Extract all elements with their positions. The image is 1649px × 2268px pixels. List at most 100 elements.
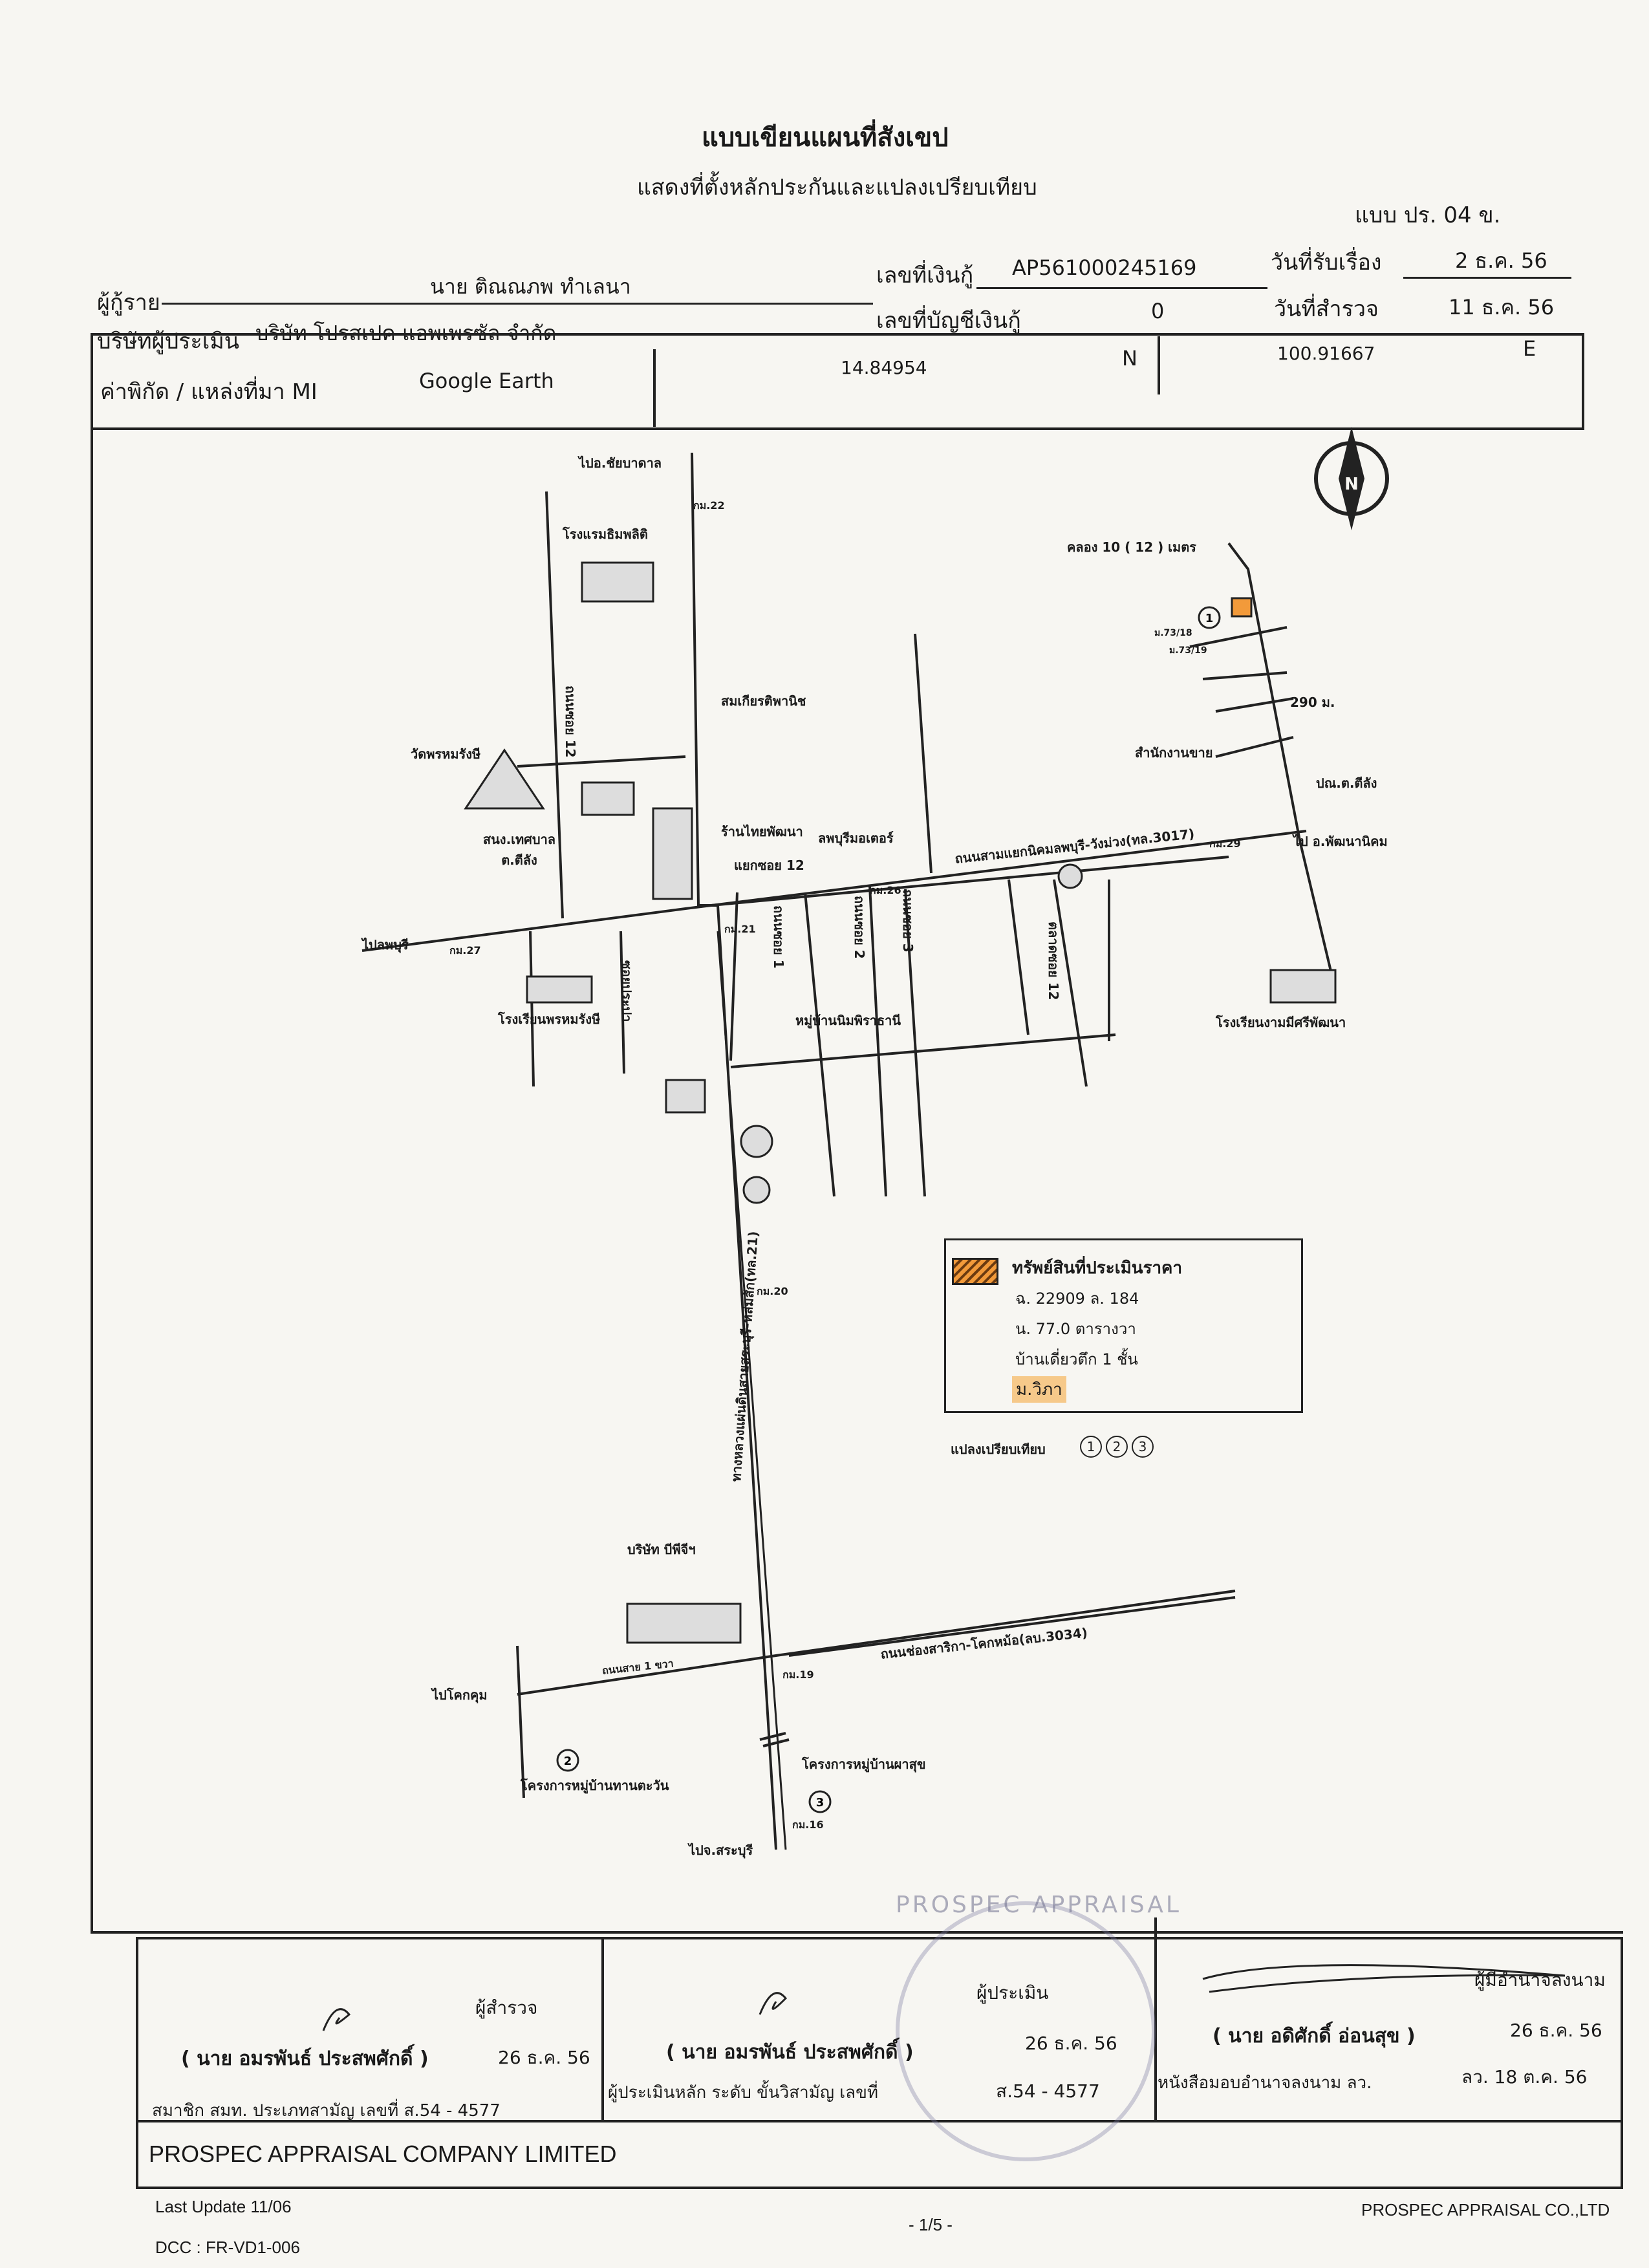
label-km16: กม.16 xyxy=(792,1819,824,1831)
company-label: บริษัทผู้ประเมิน xyxy=(97,329,239,354)
hotel-building xyxy=(581,561,654,603)
company-stamp xyxy=(896,1901,1156,2161)
latitude-dir: N xyxy=(1122,346,1137,371)
authority-role: ผู้มีอำนาจลงนาม xyxy=(1474,1969,1606,1991)
label-km21: กม.21 xyxy=(724,923,756,935)
signature-section xyxy=(136,1937,1623,2189)
applicant-value: นาย ติณณภพ ทำเลนา xyxy=(430,274,631,299)
label-to-khokkhum: ไปโคกคุม xyxy=(432,1687,488,1703)
comparable-2-badge: 2 xyxy=(1106,1436,1128,1458)
label-project-phasuk: โครงการหมู่บ้านผาสุข xyxy=(802,1756,926,1772)
label-to-pattananikhom: ไป อ.พัฒนานิคม xyxy=(1293,834,1388,849)
authority-letter: หนังสือมอบอำนาจลงนาม ลว. xyxy=(1158,2073,1372,2093)
map-frame xyxy=(91,427,1623,1934)
survey-label: วันที่สำรวจ xyxy=(1274,296,1379,322)
appraiser-date: 26 ธ.ค. 56 xyxy=(1025,2033,1117,2054)
survey-value: 11 ธ.ค. 56 xyxy=(1449,295,1555,319)
label-village-nimnipha: หมู่บ้านนิมพิราธานี xyxy=(795,1013,901,1028)
label-soi2: ถนนซอย 2 xyxy=(852,896,867,959)
loan-no-label: เลขที่เงินกู้ xyxy=(876,263,974,288)
page-subtitle: แสดงที่ตั้งหลักประกันและแปลงเปรียบเทียบ xyxy=(637,175,1037,200)
appraiser-name: ( นาย อมรพันธ์ ประสพศักดิ์ ) xyxy=(666,2041,914,2064)
appraiser-level: ผู้ประเมินหลัก ระดับ ขั้นวิสามัญ เลขที่ xyxy=(608,2083,879,2102)
surveyor-role: ผู้สำรวจ xyxy=(475,1997,538,2018)
legend-deed: ฉ. 22909 ล. 184 xyxy=(1015,1290,1139,1308)
label-shop-thaipattana: ร้านไทยพัฒนา xyxy=(721,824,803,839)
label-soi12: ถนนซอย 12 xyxy=(563,686,578,758)
authority-date: 26 ธ.ค. 56 xyxy=(1510,2020,1602,2041)
svg-text:2: 2 xyxy=(564,1755,572,1768)
shell-station-icon xyxy=(742,1176,771,1204)
factory-building xyxy=(626,1603,742,1644)
comparable-2-marker xyxy=(556,1749,579,1772)
received-value: 2 ธ.ค. 56 xyxy=(1455,248,1547,273)
label-temple: วัดพรหมรังษี xyxy=(411,746,481,762)
north-arrow-icon: N xyxy=(1314,427,1389,530)
label-house-73-19: ม.73/19 xyxy=(1169,645,1207,656)
label-to-lopburi: ไปลพบุรี xyxy=(362,937,409,953)
label-post-office: ปณ.ต.ตีลัง xyxy=(1316,775,1377,791)
legend-title: ทรัพย์สินที่ประเมินราคา xyxy=(1012,1258,1183,1278)
received-label: วันที่รับเรื่อง xyxy=(1271,250,1382,275)
soi12-road xyxy=(545,491,564,919)
legend-box xyxy=(944,1238,1303,1413)
label-km20: กม.20 xyxy=(757,1285,788,1297)
stamp-text: PROSPEC APPRAISAL xyxy=(896,1892,1181,1918)
label-canal: คลอง 10 ( 12 ) เมตร xyxy=(1067,539,1196,555)
label-to-chaibadan: ไปอ.ชัยบาดาล xyxy=(579,455,662,471)
label-to-saraburi: ไปจ.สระบุรี xyxy=(689,1842,753,1858)
temple-building xyxy=(464,748,545,810)
soi-prapa-road xyxy=(620,931,625,1074)
label-junction-soi12: แยกซอย 12 xyxy=(734,858,804,873)
label-school-ngam: โรงเรียนงามมีศรีพัฒนา xyxy=(1216,1015,1346,1030)
legend-village: ม.วิภา xyxy=(1012,1376,1066,1403)
longitude-dir: E xyxy=(1523,336,1536,361)
latitude-value: 14.84954 xyxy=(841,357,927,378)
label-km22: กม.22 xyxy=(693,499,725,512)
school-ngam-building xyxy=(1269,969,1337,1004)
label-office-tessaban: สนง.เทศบาล ต.ตีลัง xyxy=(482,832,556,868)
company-name-banner: PROSPEC APPRAISAL COMPANY LIMITED xyxy=(149,2141,617,2167)
landmark-icon-box xyxy=(665,1079,706,1114)
label-market-soi12: ตลาดซอย 12 xyxy=(1046,922,1061,1000)
account-label: เลขที่บัญชีเงินกู้ xyxy=(876,308,1021,334)
label-house-73-18: ม.73/18 xyxy=(1154,628,1192,638)
last-update: Last Update 11/06 xyxy=(155,2197,292,2216)
label-km26: กม.26 xyxy=(870,884,901,896)
authority-letter-date: ลว. 18 ต.ค. 56 xyxy=(1461,2066,1588,2088)
page-title: แบบเขียนแผนที่สังเขป xyxy=(702,123,949,153)
label-school-phrom: โรงเรียนพรหมรังษี xyxy=(498,1011,601,1027)
label-km29: กม.29 xyxy=(1209,837,1241,850)
subject-property-swatch xyxy=(952,1258,998,1285)
page-number: - 1/5 - xyxy=(909,2215,953,2234)
svg-text:1: 1 xyxy=(1205,612,1214,625)
coordinate-row xyxy=(91,333,1584,430)
footer-company: PROSPEC APPRAISAL CO.,LTD xyxy=(1361,2200,1610,2219)
school-phrom-building xyxy=(526,975,593,1004)
surveyor-date: 26 ธ.ค. 56 xyxy=(498,2047,590,2068)
coord-source: Google Earth xyxy=(419,369,554,393)
subject-property-marker xyxy=(1231,597,1253,618)
appraiser-role: ผู้ประเมิน xyxy=(976,1982,1049,2003)
dcc-code: DCC : FR-VD1-006 xyxy=(155,2238,300,2257)
label-dist-290: 290 ม. xyxy=(1290,695,1335,710)
account-value: 0 xyxy=(1151,299,1165,323)
comparable-1-marker xyxy=(1198,606,1221,629)
label-project-thantawan: โครงการหมู่บ้านทานตะวัน xyxy=(521,1778,669,1793)
landmark-circle-icon xyxy=(1057,863,1083,889)
applicant-label: ผู้กู้ราย xyxy=(97,290,160,316)
comparables-list: 1 2 3 xyxy=(1080,1436,1154,1458)
label-soi-prapa: ซอยประปา xyxy=(619,960,634,1022)
label-km27: กม.27 xyxy=(449,944,481,956)
appraiser-no: ส.54 - 4577 xyxy=(996,2080,1100,2102)
label-soi3: ถนนซอย 3 xyxy=(900,889,916,953)
coord-label: ค่าพิกัด / แหล่งที่มา MI xyxy=(100,379,318,405)
label-lopburi-motor: ลพบุรีมอเตอร์ xyxy=(818,830,894,846)
surveyor-name: ( นาย อมรพันธ์ ประสพศักดิ์ ) xyxy=(181,2047,429,2070)
label-km19: กม.19 xyxy=(782,1669,814,1681)
road-3017 xyxy=(361,830,1307,952)
fuel-station-icon xyxy=(740,1125,773,1158)
comparables-label: แปลงเปรียบเทียบ xyxy=(951,1442,1046,1457)
label-shop-somkiat: สมเกียรติพานิช xyxy=(721,693,806,709)
